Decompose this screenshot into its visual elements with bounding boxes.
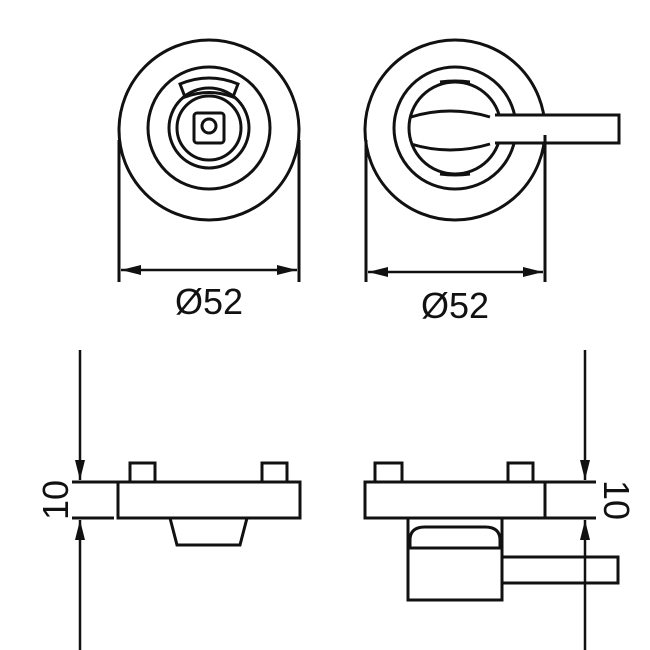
diameter-label-right: Ø52 — [421, 285, 489, 326]
front-view-release-rosette — [117, 38, 301, 282]
thickness-label-right: 10 — [596, 480, 637, 520]
side-view-release-rosette — [72, 350, 302, 650]
front-view-thumbturn-rosette — [363, 38, 621, 282]
thickness-label-left: 10 — [35, 480, 76, 520]
side-view-thumbturn-rosette — [363, 350, 620, 650]
diameter-label-left: Ø52 — [175, 281, 243, 322]
